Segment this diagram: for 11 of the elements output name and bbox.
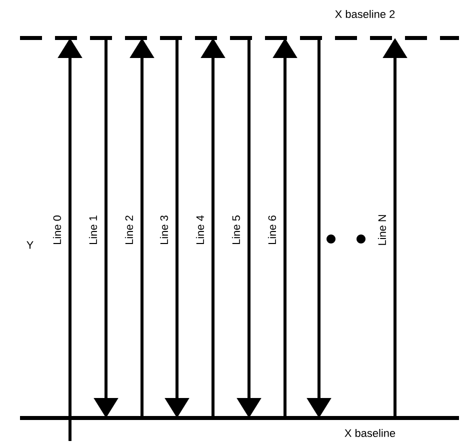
baseline: X baseline: [20, 416, 459, 438]
edge-label: Line 0: [52, 216, 62, 244]
edge-label: Line 6: [268, 216, 276, 244]
edge-label: Line 2: [124, 216, 134, 244]
edge-label: Line 4: [196, 215, 204, 244]
baseline: X baseline 2: [20, 10, 459, 40]
axis-label: Y: [26, 241, 34, 249]
edge-label: Line 1: [88, 216, 98, 244]
edge-label: Line 3: [160, 216, 168, 244]
edge-label: Line 5: [232, 216, 240, 244]
edge-label: Line N: [378, 215, 386, 245]
